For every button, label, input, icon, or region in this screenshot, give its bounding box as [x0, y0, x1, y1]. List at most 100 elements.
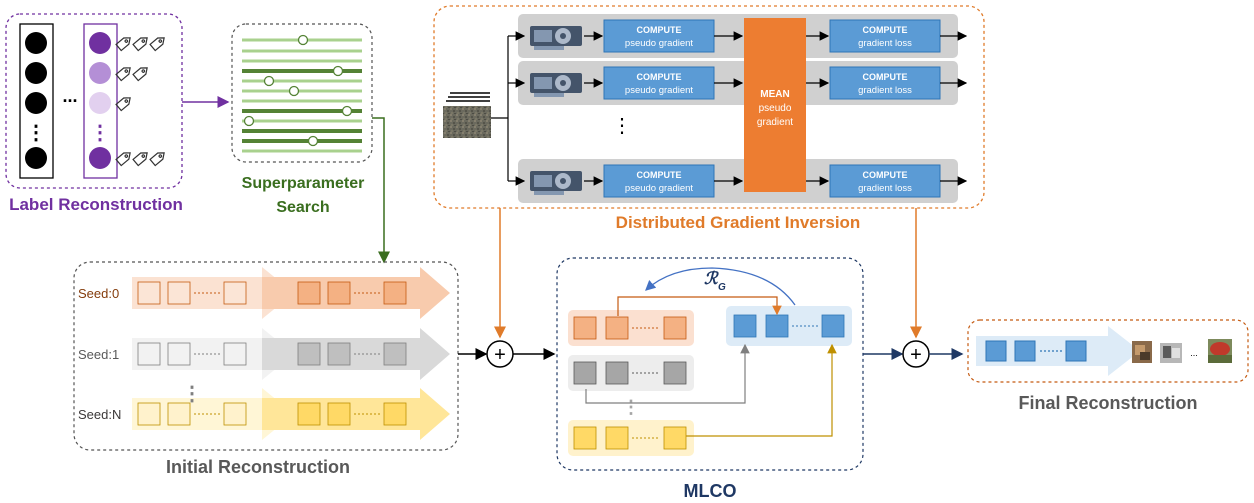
- seed-label: Seed:0: [78, 286, 119, 301]
- mlco-panel: ℛ G ⋮ MLCO: [556, 257, 864, 501]
- gradient-loss-label: gradient loss: [858, 38, 912, 49]
- mlco-cell: [605, 361, 629, 385]
- gradient-loss-label: gradient loss: [858, 183, 912, 194]
- slider-knob: [332, 65, 344, 77]
- mlco-title: MLCO: [684, 481, 737, 501]
- gray-connector: [585, 343, 750, 404]
- neuron-purple: [89, 32, 111, 54]
- mlco-vdots: ⋮: [622, 397, 640, 417]
- gpu-card-icon: [530, 73, 582, 97]
- seed-cell: [137, 342, 161, 366]
- seed-label: Seed:N: [78, 407, 121, 422]
- tag-icon: [149, 152, 165, 167]
- mlco-cell: [663, 426, 687, 450]
- compute-label: COMPUTE: [637, 25, 682, 35]
- neuron-black: [25, 147, 47, 169]
- rg-arc-arrow: [645, 267, 796, 306]
- mlco-cell: [573, 316, 597, 340]
- pseudo-gradient-label: pseudo gradient: [625, 38, 693, 49]
- seed-cell-optimized: [297, 342, 321, 366]
- pseudo-gradient-label: pseudo gradient: [625, 183, 693, 194]
- mean-pseudo-label: pseudo: [759, 103, 792, 114]
- distributed-gradient-title: Distributed Gradient Inversion: [616, 213, 861, 232]
- seed-vdots: ⋮: [182, 383, 202, 405]
- seed-cell: [167, 281, 191, 305]
- initial-reconstruction-title: Initial Reconstruction: [166, 457, 350, 477]
- mlco-blue-cell: [733, 314, 757, 338]
- gpu-vdots: ⋮: [612, 115, 632, 137]
- final-image-2: [1160, 343, 1182, 363]
- compute-label: COMPUTE: [863, 170, 908, 180]
- tag-icon: [132, 152, 148, 167]
- rg-subscript: G: [718, 282, 726, 293]
- seed-cell-optimized: [297, 402, 321, 426]
- neuron-purple-light: [89, 62, 111, 84]
- mlco-cell: [573, 426, 597, 450]
- seed-cell-optimized: [297, 281, 321, 305]
- neuron-purple: [89, 147, 111, 169]
- rg-symbol: ℛ: [704, 269, 719, 288]
- hdots: ...: [62, 86, 77, 106]
- seed-cell: [223, 342, 247, 366]
- vdots-purple: ⋮: [90, 122, 110, 144]
- seed-cell: [137, 402, 161, 426]
- seed-cell-optimized: [327, 342, 351, 366]
- final-dots: ...: [1190, 348, 1198, 358]
- superparameter-title-line2: Search: [276, 199, 329, 216]
- tag-icon: [115, 97, 131, 112]
- seed-cell-optimized: [383, 281, 407, 305]
- seed-label: Seed:1: [78, 347, 119, 362]
- neuron-black: [25, 32, 47, 54]
- plus-circle-2: +: [902, 340, 930, 368]
- compute-label: COMPUTE: [637, 72, 682, 82]
- slider-knob: [288, 85, 300, 97]
- slider-knob: [307, 135, 319, 147]
- noise-image: [443, 106, 491, 138]
- mlco-blue-cell: [821, 314, 845, 338]
- seed-cell: [223, 281, 247, 305]
- plus-circle-1: +: [486, 340, 514, 368]
- seed-cell: [167, 342, 191, 366]
- gold-connector: [686, 343, 837, 437]
- final-cell: [985, 340, 1007, 362]
- gpu-card-icon: [530, 26, 582, 50]
- seed-cell: [223, 402, 247, 426]
- neuron-purple-lighter: [89, 92, 111, 114]
- mlco-cell: [605, 316, 629, 340]
- seed-row: Seed:0: [78, 267, 450, 319]
- final-cell: [1014, 340, 1036, 362]
- mlco-blue-group: [726, 306, 852, 346]
- compute-gradient-loss-box: [829, 19, 941, 53]
- arrow-search-to-initial: [372, 117, 390, 264]
- gpu-card-icon: [530, 171, 582, 195]
- orange-connector: [617, 296, 782, 316]
- neuron-black: [25, 62, 47, 84]
- label-reconstruction-panel: ⋮ ... ⋮ Label Reconstruction: [5, 13, 183, 214]
- compute-gradient-loss-box: [829, 66, 941, 100]
- final-cell: [1065, 340, 1087, 362]
- mlco-cell: [663, 361, 687, 385]
- mlco-yellow-group: [568, 420, 694, 456]
- svg-text:+: +: [494, 344, 506, 366]
- compute-label: COMPUTE: [637, 170, 682, 180]
- svg-text:+: +: [910, 344, 922, 366]
- tag-icon: [132, 37, 148, 52]
- superparameter-search-panel: Superparameter Search: [231, 23, 373, 216]
- final-reconstruction-title: Final Reconstruction: [1018, 393, 1197, 413]
- compute-label: COMPUTE: [863, 72, 908, 82]
- seed-cell: [167, 402, 191, 426]
- slider-knob: [243, 115, 255, 127]
- mean-gradient-label: gradient: [757, 117, 793, 128]
- seed-cell-optimized: [383, 342, 407, 366]
- gradient-loss-label: gradient loss: [858, 85, 912, 96]
- final-image-3: [1208, 339, 1232, 363]
- label-reconstruction-title: Label Reconstruction: [9, 195, 183, 214]
- compute-pseudo-gradient-box: [603, 19, 715, 53]
- mean-label: MEAN: [760, 89, 789, 100]
- seed-cell: [137, 281, 161, 305]
- mlco-orange-group: [568, 310, 694, 346]
- mlco-cell: [605, 426, 629, 450]
- tag-icon: [115, 152, 131, 167]
